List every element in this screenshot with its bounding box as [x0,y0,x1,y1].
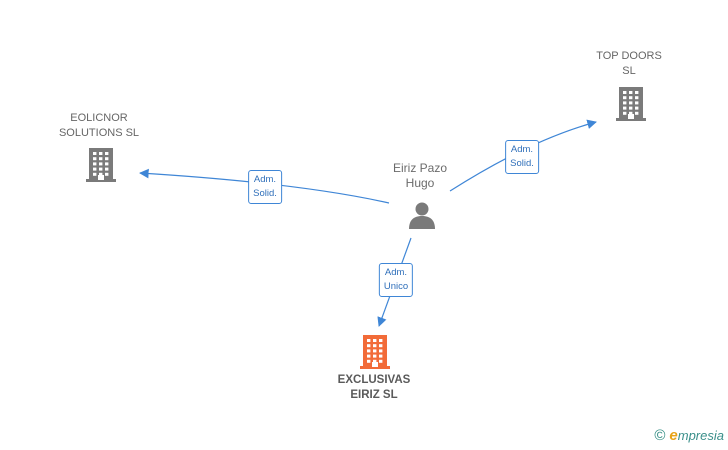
edge-role-line-2: Solid. [510,158,534,169]
company-label-eolicnor[interactable]: EOLICNOR SOLUTIONS SL [59,111,139,141]
company-name-line-2: SOLUTIONS SL [58,127,140,139]
person-icon[interactable] [407,200,437,230]
edge-label-eolicnor[interactable]: Adm. Solid. [248,170,282,204]
edge-person-to-eolicnor [139,168,390,204]
copyright-symbol: © [654,427,666,444]
company-name-line-2: SL [622,65,636,77]
person-name-line-1: Eiriz Pazo [392,161,448,175]
building-icon-exclusivas[interactable] [358,333,392,369]
edge-role-line-1: Adm. [510,144,534,155]
building-icon-topdoors[interactable] [614,85,648,121]
edge-role-line-1: Adm. [384,267,408,278]
company-name-line-2: EIRIZ SL [350,389,398,401]
brand-logo-text: mpresia [677,428,724,443]
building-icon-eolicnor[interactable] [84,146,118,182]
empresia-watermark: ©empresia [654,427,724,444]
edge-role-line-2: Unico [383,281,409,292]
brand-logo-initial: e [669,427,678,444]
edge-label-topdoors[interactable]: Adm. Solid. [505,140,539,174]
person-name-line-2: Hugo [405,176,435,190]
company-name-line-1: EXCLUSIVAS [337,374,411,386]
person-name-label: Eiriz Pazo Hugo [393,161,447,191]
edge-role-line-2: Solid. [253,188,277,199]
company-label-topdoors[interactable]: TOP DOORS SL [596,49,662,79]
company-name-line-1: TOP DOORS [596,50,662,62]
company-name-line-1: EOLICNOR [70,112,128,124]
edge-label-exclusivas[interactable]: Adm. Unico [378,263,414,297]
edge-role-line-1: Adm. [253,174,277,185]
company-label-exclusivas[interactable]: EXCLUSIVAS EIRIZ SL [338,373,411,403]
